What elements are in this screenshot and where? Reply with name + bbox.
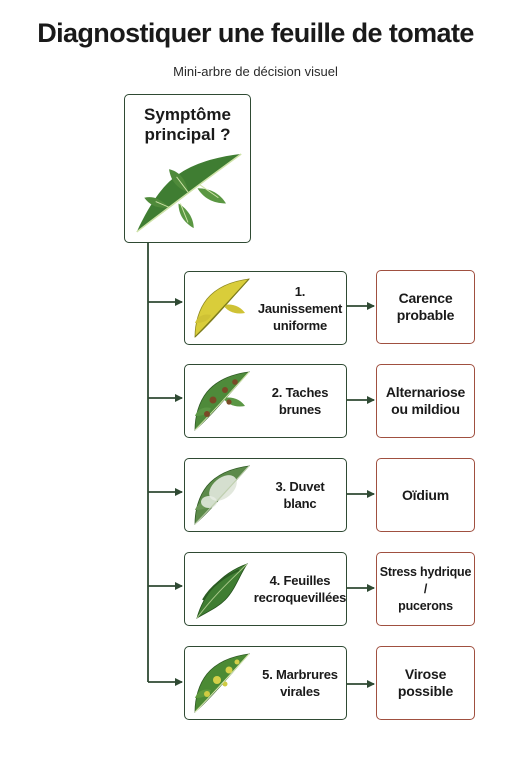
brown-spotted-leaf-icon: [194, 371, 251, 431]
yellow-leaf-icon: [194, 278, 251, 338]
result-box-4: Stress hydrique /pucerons: [376, 552, 475, 626]
root-question-label: Symptôme principal ?: [144, 105, 231, 144]
mottled-leaf-icon: [194, 653, 251, 713]
page-subtitle: Mini-arbre de décision visuel: [173, 64, 338, 79]
page-title: Diagnostiquer une feuille de tomate: [37, 18, 474, 48]
tomato-leaf-icon: [136, 153, 242, 233]
curled-leaf-icon: [196, 563, 249, 619]
white-powdery-leaf-icon: [194, 465, 251, 525]
root-question-box: Symptôme principal ?: [124, 94, 251, 243]
result-box-3: Oïdium: [376, 458, 475, 532]
